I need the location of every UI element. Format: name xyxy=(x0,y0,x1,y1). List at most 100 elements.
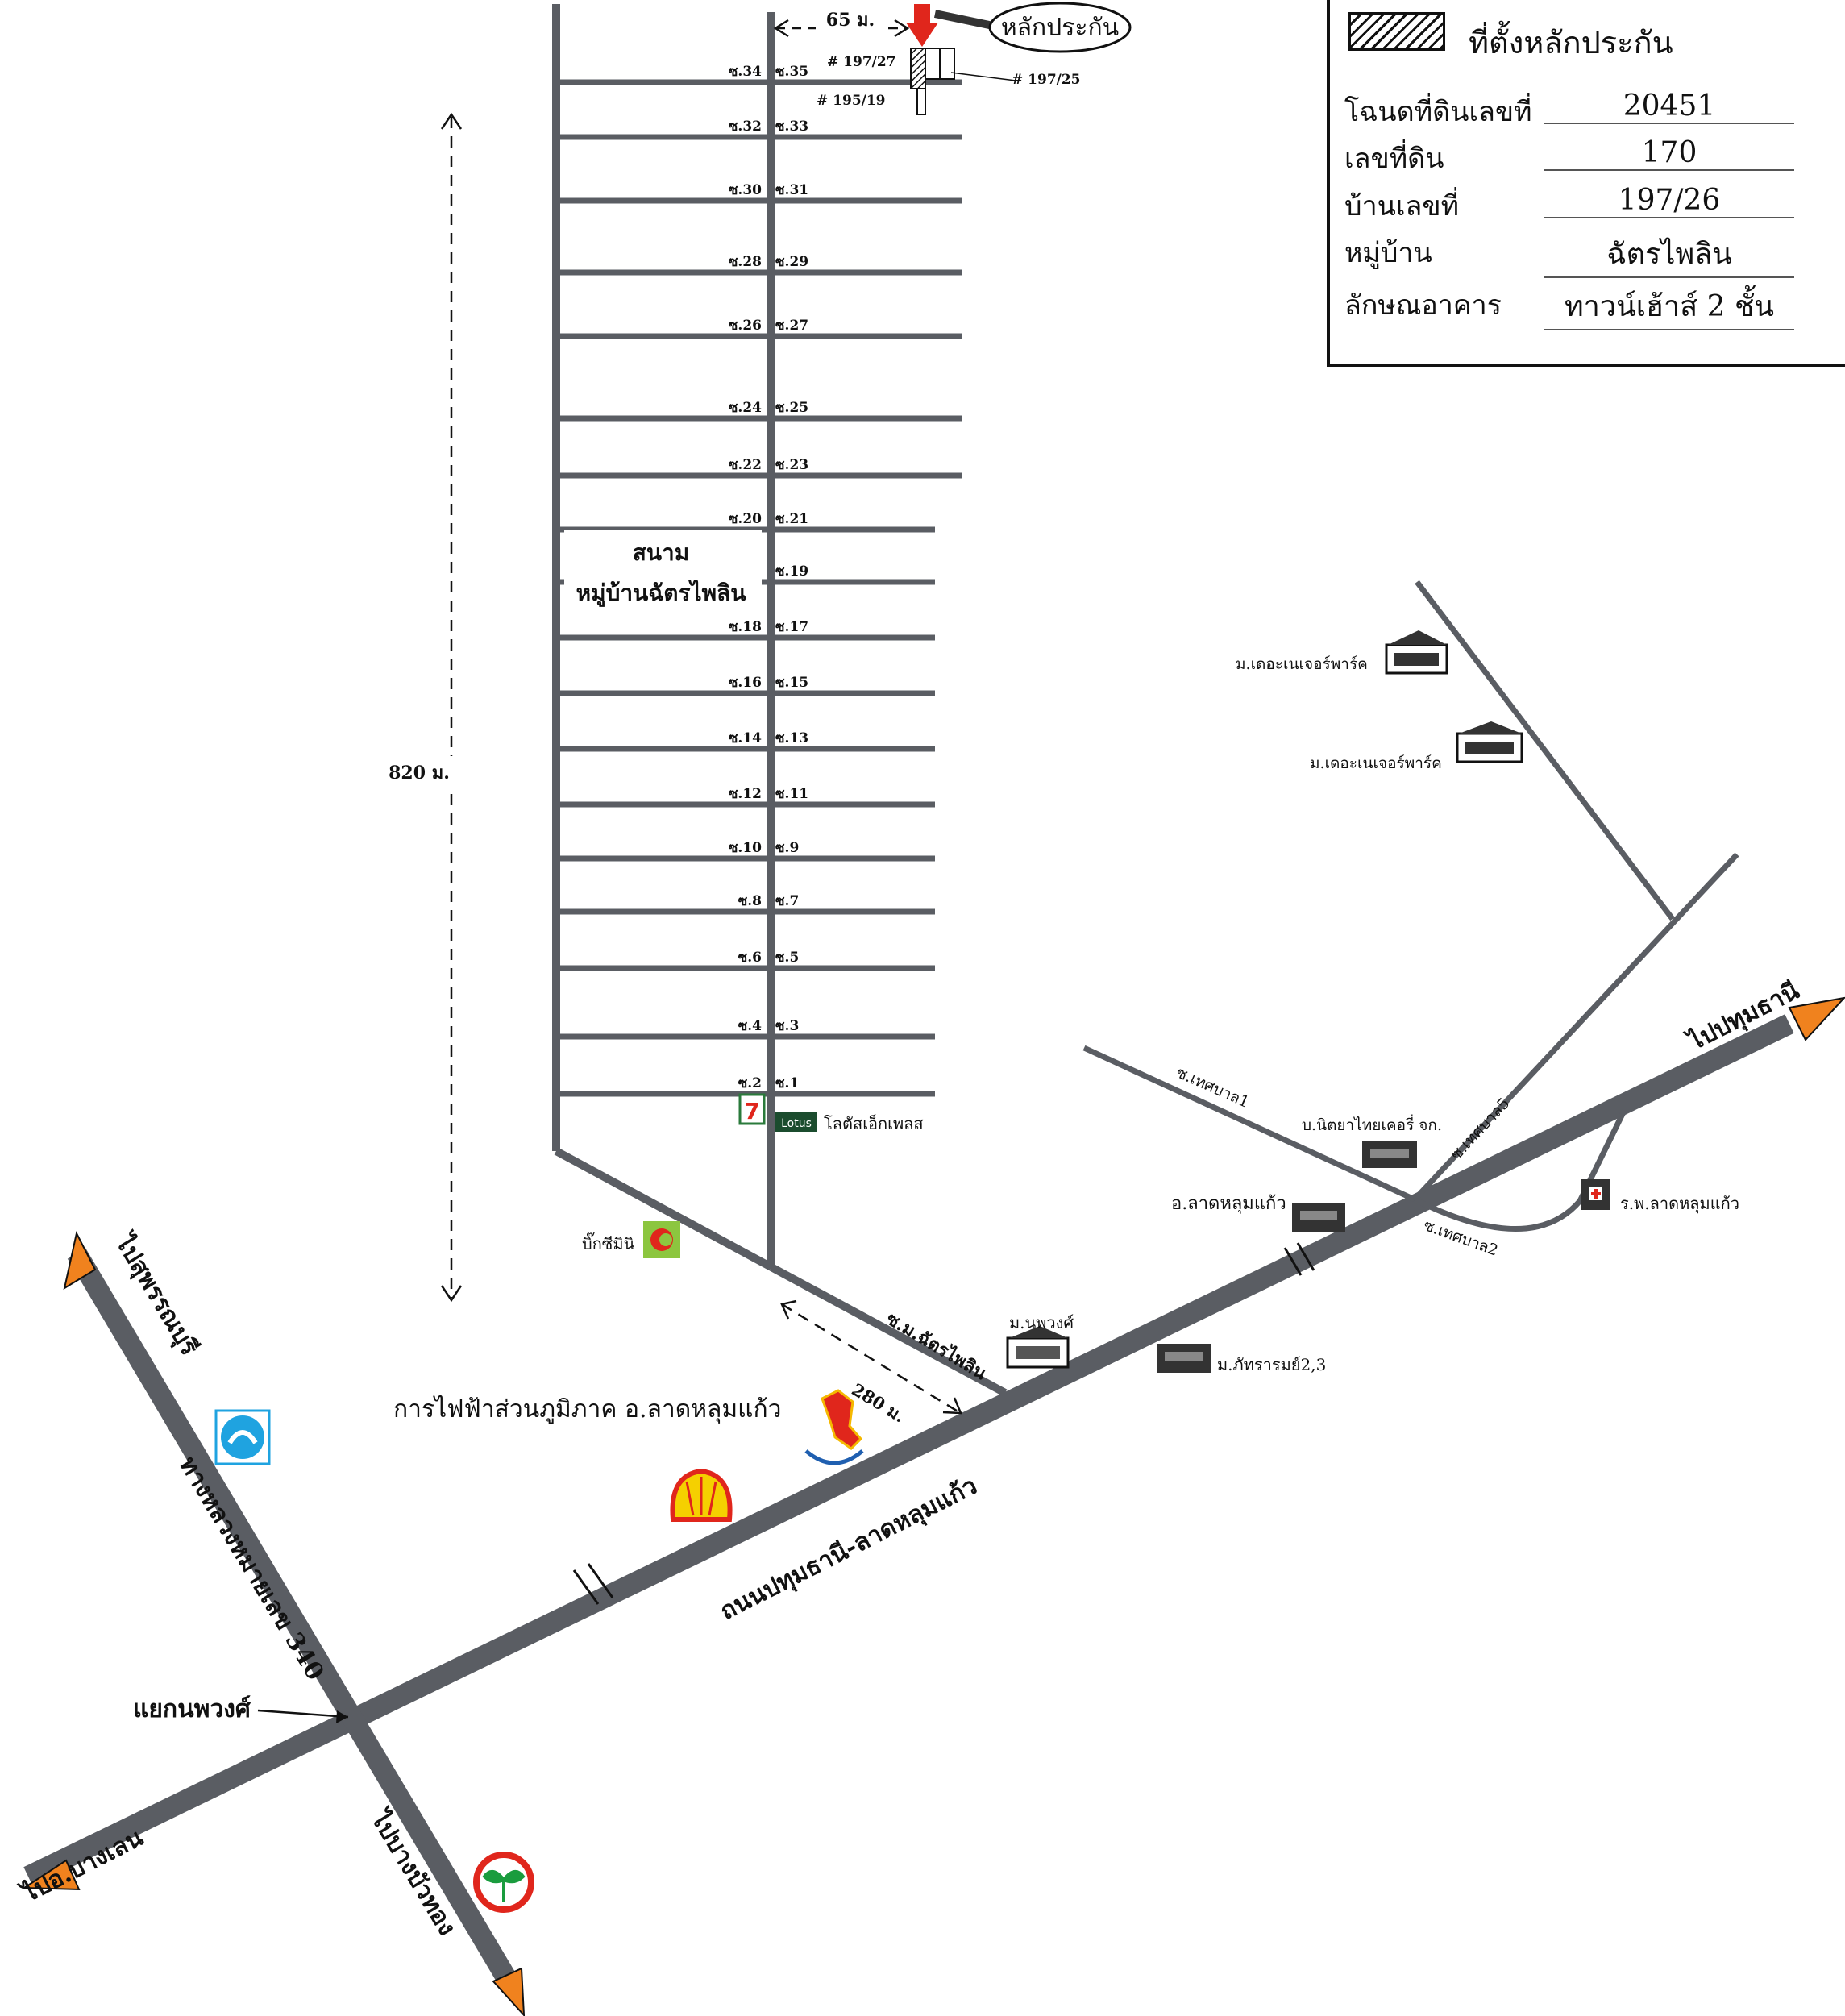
legend-row-village: หมู่บ้าน ฉัตรไพลิน xyxy=(1330,226,1845,278)
plot-197-25-label: # 197/25 xyxy=(1012,72,1081,88)
soi-thetsaban5 xyxy=(1412,852,1739,1202)
building-icon-nature-park-1 xyxy=(1385,630,1448,675)
soi-label: ซ.11 xyxy=(775,786,808,802)
svg-text:หลักประกัน: หลักประกัน xyxy=(1001,14,1119,42)
kasikorn-logo-icon xyxy=(473,1852,534,1913)
dimension-280m-label: 280 ม. xyxy=(848,1379,908,1427)
soi-label: ซ.31 xyxy=(775,182,808,198)
legend-row-building-type: ลักษณอาคาร ทาวน์เฮ้าส์ 2 ชั้น xyxy=(1330,278,1845,330)
soi-label: ซ.5 xyxy=(775,950,799,966)
soi-label: ซ.19 xyxy=(775,563,808,580)
soi-label: ซ.4 xyxy=(738,1018,762,1034)
legend-row-house-no: บ้านเลขที่ 197/26 xyxy=(1330,179,1845,227)
soi-label: ซ.2 xyxy=(738,1075,762,1091)
junction-pointer xyxy=(257,1709,349,1719)
lotus-logo-icon: Lotus xyxy=(775,1112,817,1132)
bigc-label: บิ๊กซีมินิ xyxy=(582,1232,635,1253)
soi-thetsaban2 xyxy=(1413,1109,1627,1232)
bigc-logo-icon xyxy=(643,1221,680,1258)
plot-195-19-label: # 195/19 xyxy=(817,93,886,109)
thetsaban2-label: ซ.เทศบาล2 xyxy=(1421,1216,1500,1260)
village-entrance-road xyxy=(769,1263,1008,1397)
field-label-2: หมู่บ้านฉัตรไพลิน xyxy=(576,580,746,607)
hwy340-label: ทางหลวงหมายเลข 340 xyxy=(173,1452,329,1686)
pea-logo-icon xyxy=(804,1389,864,1465)
shell-logo-icon xyxy=(670,1468,733,1522)
nitya-label: บ.นิตยาไทยเคอรี่ จก. xyxy=(1302,1114,1442,1134)
soi-label: ซ.18 xyxy=(729,619,762,635)
soi-label: ซ.6 xyxy=(738,950,762,966)
building-icon-nature-park-2 xyxy=(1456,721,1523,763)
village-diagonal-road xyxy=(554,1147,774,1271)
svg-text:Lotus: Lotus xyxy=(781,1117,812,1130)
hospital-label: ร.พ.ลาดหลุมแก้ว xyxy=(1620,1194,1739,1214)
arrow-to-bangbuathong-icon xyxy=(492,1967,526,2016)
arrow-to-suphanburi-icon xyxy=(63,1231,97,1291)
soi-label: ซ.20 xyxy=(729,511,762,527)
soi-label: ซ.7 xyxy=(775,893,799,909)
soi-label: ซ.32 xyxy=(729,118,762,135)
soi-label: ซ.8 xyxy=(738,893,762,909)
soi-label: ซ.12 xyxy=(729,786,762,802)
phattharam-label: ม.ภัทรารมย์2,3 xyxy=(1217,1355,1326,1374)
road-break-mark xyxy=(572,1242,1315,1605)
hospital-icon xyxy=(1581,1179,1610,1210)
soi-label: ซ.35 xyxy=(775,64,808,80)
highway-340 xyxy=(67,1248,519,1989)
collateral-marker: หลักประกัน # 197/27 # 197/25 # 195/19 xyxy=(817,2,1132,115)
soi-label: ซ.29 xyxy=(775,254,808,270)
dimension-820m xyxy=(440,112,463,1303)
lotus-label: โลตัสเอ็กเพลส xyxy=(824,1113,924,1133)
soi-label: ซ.15 xyxy=(775,675,808,691)
soi-label: ซ.3 xyxy=(775,1018,799,1034)
collateral-callout xyxy=(988,2,1132,53)
main-road-label: ถนนปทุมธานี-ลาดหลุมแก้ว xyxy=(716,1472,983,1627)
soi-label: ซ.33 xyxy=(775,118,808,135)
krungthai-logo-icon xyxy=(214,1409,271,1465)
building-icon-naphawong xyxy=(1006,1326,1070,1369)
soi-label: ซ.10 xyxy=(729,840,762,856)
building-icon-amphoe xyxy=(1292,1203,1345,1232)
dimension-65m-label: 65 ม. xyxy=(826,10,875,31)
svg-text:7: 7 xyxy=(744,1098,759,1124)
soi-label: ซ.25 xyxy=(775,400,808,416)
soi-label: ซ.24 xyxy=(729,400,762,416)
village-road-grid xyxy=(552,4,1008,1397)
soi-label: ซ.30 xyxy=(729,182,762,198)
soi-label: ซ.27 xyxy=(775,318,808,334)
red-marker-arrow-icon xyxy=(906,4,938,47)
soi-label: ซ.14 xyxy=(729,730,762,746)
soi-label: ซ.23 xyxy=(775,457,808,473)
soi-label: ซ.16 xyxy=(729,675,762,691)
entrance-road-label: ซ.ม.ฉัตรไพลิน xyxy=(883,1307,991,1384)
building-icon-phattharam xyxy=(1157,1344,1211,1373)
soi-thetsaban1 xyxy=(1082,1045,1416,1203)
main-road-pathumthani-ladlumkaeo xyxy=(23,1014,1794,1886)
soi-label: ซ.28 xyxy=(729,254,762,270)
arrow-to-pathumthani-icon xyxy=(1788,996,1845,1041)
dimension-280m xyxy=(780,1299,962,1415)
nature-park-label-1: ม.เดอะเนเจอร์พาร์ค xyxy=(1236,655,1368,673)
soi-label: ซ.17 xyxy=(775,619,808,635)
legend-title: ที่ตั้งหลักประกัน xyxy=(1469,25,1673,60)
soi-labels: ซ.34 ซ.35 ซ.32 ซ.33 ซ.30 ซ.31 ซ.28 ซ.29 ซ.26 ซ.27… xyxy=(729,64,808,1091)
hatch-swatch-icon xyxy=(1348,12,1445,51)
field-label-1: สนาม xyxy=(633,539,689,566)
soi-label: ซ.9 xyxy=(775,840,799,856)
soi-label: ซ.21 xyxy=(775,511,808,527)
arrow-to-banglen-icon xyxy=(21,1859,81,1891)
nature-park-road xyxy=(1415,580,1675,921)
building-icon-nitya xyxy=(1362,1141,1417,1168)
amphoe-label: อ.ลาดหลุมแก้ว xyxy=(1171,1194,1286,1214)
dimension-820m-label: 820 ม. xyxy=(389,763,450,784)
soi-label: ซ.1 xyxy=(775,1075,799,1091)
plot-197-27-label: # 197/27 xyxy=(827,54,896,70)
soi-label: ซ.26 xyxy=(729,318,762,334)
nature-park-label-2: ม.เดอะเนเจอร์พาร์ค xyxy=(1310,754,1442,772)
soi-label: ซ.22 xyxy=(729,457,762,473)
soi-label: ซ.34 xyxy=(729,64,762,80)
collateral-plot xyxy=(910,48,926,89)
legend-row-land-no: เลขที่ดิน 170 xyxy=(1330,131,1845,180)
junction-label: แยกนพวงศ์ xyxy=(133,1695,251,1723)
